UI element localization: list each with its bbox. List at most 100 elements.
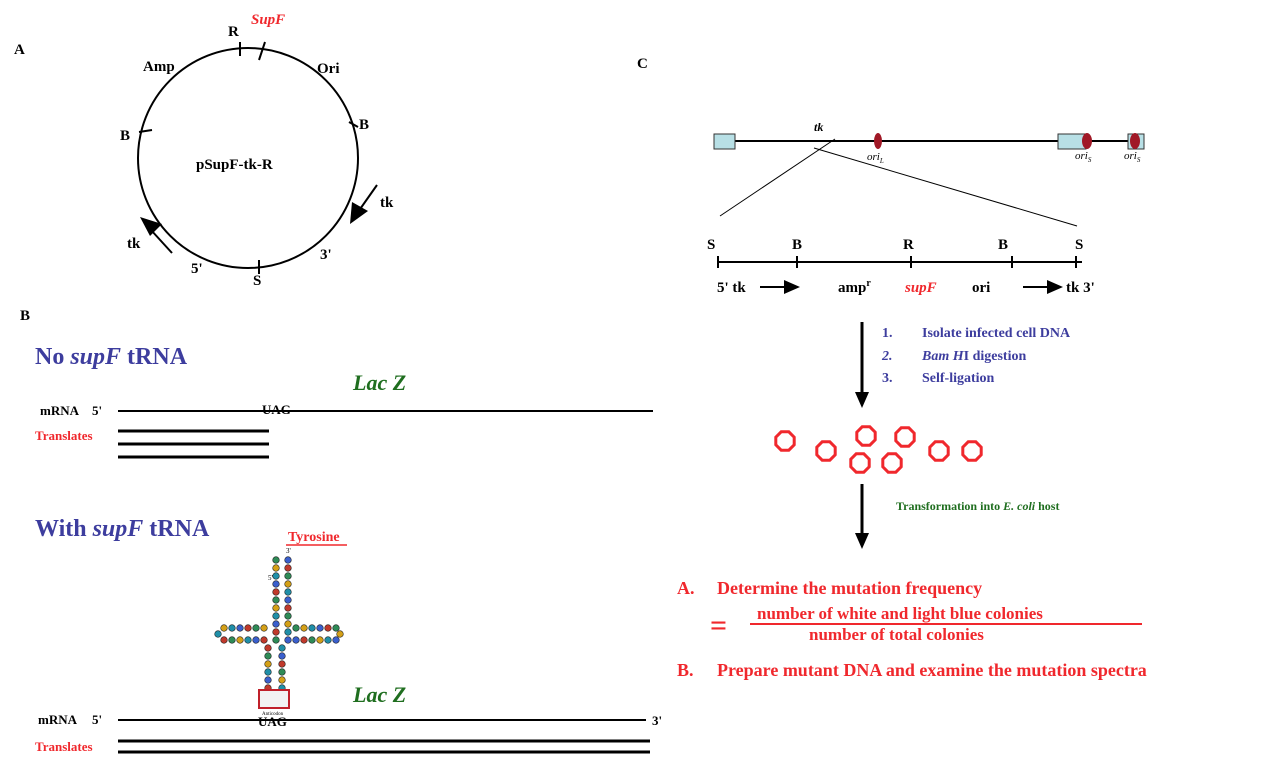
nucleotide: [332, 636, 340, 644]
label-b-right: B: [359, 117, 369, 133]
translates-label-2: Translates: [35, 739, 93, 754]
nucleotide: [284, 636, 292, 644]
step-3: 3.Self-ligation: [882, 371, 995, 386]
map-supf: supF: [904, 280, 937, 296]
colony: [855, 425, 877, 447]
nucleotide: [278, 652, 286, 660]
label-5prime: 5': [191, 261, 203, 277]
nucleotide: [236, 636, 244, 644]
translates-label-1: Translates: [35, 428, 93, 443]
panel-c: C tk oriL oriS oriS S B R B S 5' tk ampr…: [637, 56, 1147, 680]
lacz-label-2: Lac Z: [352, 682, 406, 707]
label-3prime: 3': [320, 247, 332, 263]
map-arrow-left-head: [784, 280, 800, 294]
colony: [815, 440, 837, 462]
lacz-label-1: Lac Z: [352, 370, 406, 395]
no-supf-title: No supF tRNA: [35, 344, 188, 370]
map-site-s1: S: [707, 237, 715, 253]
zoom-line-right: [813, 147, 1078, 227]
genome-box-left: [713, 133, 736, 150]
map-site-b1: B: [792, 237, 802, 253]
nucleotide: [272, 612, 280, 620]
step-2: 2.Bam HI digestion: [881, 349, 1026, 364]
fraction-numerator: number of white and light blue colonies: [757, 604, 1043, 623]
mrna-label-1: mRNA: [40, 403, 80, 418]
ori-s1-mark: [1082, 133, 1092, 149]
nucleotide: [264, 652, 272, 660]
nucleotide: [272, 620, 280, 628]
five-prime-1: 5': [92, 403, 102, 418]
genome-tk-label: tk: [814, 120, 823, 134]
nucleotide: [272, 596, 280, 604]
nucleotide: [264, 660, 272, 668]
ori-l-label: oriL: [867, 151, 884, 165]
plasmid-circle: [137, 47, 359, 269]
result-b-label: B.: [677, 660, 694, 680]
nucleotide: [284, 628, 292, 636]
nucleotide: [260, 636, 268, 644]
nucleotide: [272, 588, 280, 596]
nucleotide: [300, 624, 308, 632]
nucleotide: [236, 624, 244, 632]
nucleotide: [324, 624, 332, 632]
colony: [774, 430, 796, 452]
label-r: R: [228, 24, 239, 40]
nucleotide: [264, 676, 272, 684]
tk-arrow-left-shaft: [150, 229, 173, 254]
plasmid-name: pSupF-tk-R: [196, 157, 273, 173]
equals-sign: =: [710, 609, 727, 642]
map-ori: ori: [972, 280, 990, 296]
nucleotide: [308, 636, 316, 644]
site-b-right-tick: [348, 121, 359, 128]
nucleotide: [292, 636, 300, 644]
nucleotide: [272, 572, 280, 580]
trna-3prime: 3': [286, 547, 291, 555]
colony: [961, 440, 983, 462]
panel-b: B No supF tRNA Lac Z mRNA 5' UAG Transla…: [20, 308, 662, 754]
map-5-tk: 5' tk: [717, 280, 746, 296]
nucleotide: [272, 580, 280, 588]
panel-label-b: B: [20, 308, 30, 324]
ori-s2-mark: [1130, 133, 1140, 149]
result-a-label: A.: [677, 578, 695, 598]
trna-cloverleaf: 3' 5' Anticodon: [214, 547, 344, 717]
nucleotide: [284, 580, 292, 588]
nucleotide: [272, 564, 280, 572]
nucleotide: [272, 556, 280, 564]
panel-label-c: C: [637, 56, 648, 72]
fraction-denominator: number of total colonies: [809, 625, 984, 644]
colony: [881, 452, 903, 474]
mrna-label-2: mRNA: [38, 712, 78, 727]
nucleotide: [332, 624, 340, 632]
nucleotide: [272, 604, 280, 612]
colony: [928, 440, 950, 462]
nucleotide: [264, 668, 272, 676]
nucleotide: [278, 676, 286, 684]
nucleotide: [316, 636, 324, 644]
step-1: 1.Isolate infected cell DNA: [882, 326, 1071, 341]
five-prime-2: 5': [92, 712, 102, 727]
nucleotide: [284, 596, 292, 604]
ori-s2-label: oriS: [1124, 150, 1141, 164]
panel-label-a: A: [14, 42, 25, 58]
nucleotide: [308, 624, 316, 632]
nucleotide: [252, 624, 260, 632]
map-site-s2: S: [1075, 237, 1083, 253]
trna-nucleotides: [214, 556, 344, 692]
label-tk-left: tk: [127, 236, 141, 252]
nucleotide: [252, 636, 260, 644]
nucleotide: [278, 644, 286, 652]
nucleotide: [214, 630, 222, 638]
result-b-text: Prepare mutant DNA and examine the mutat…: [717, 660, 1147, 680]
colonies: [774, 425, 983, 474]
nucleotide: [228, 624, 236, 632]
nucleotide: [228, 636, 236, 644]
nucleotide: [284, 620, 292, 628]
flow-arrow-2-head: [855, 533, 869, 549]
nucleotide: [278, 660, 286, 668]
map-tk-3: tk 3': [1066, 280, 1095, 296]
nucleotide: [260, 624, 268, 632]
three-prime-2: 3': [652, 713, 662, 728]
ori-l-mark: [874, 133, 882, 149]
